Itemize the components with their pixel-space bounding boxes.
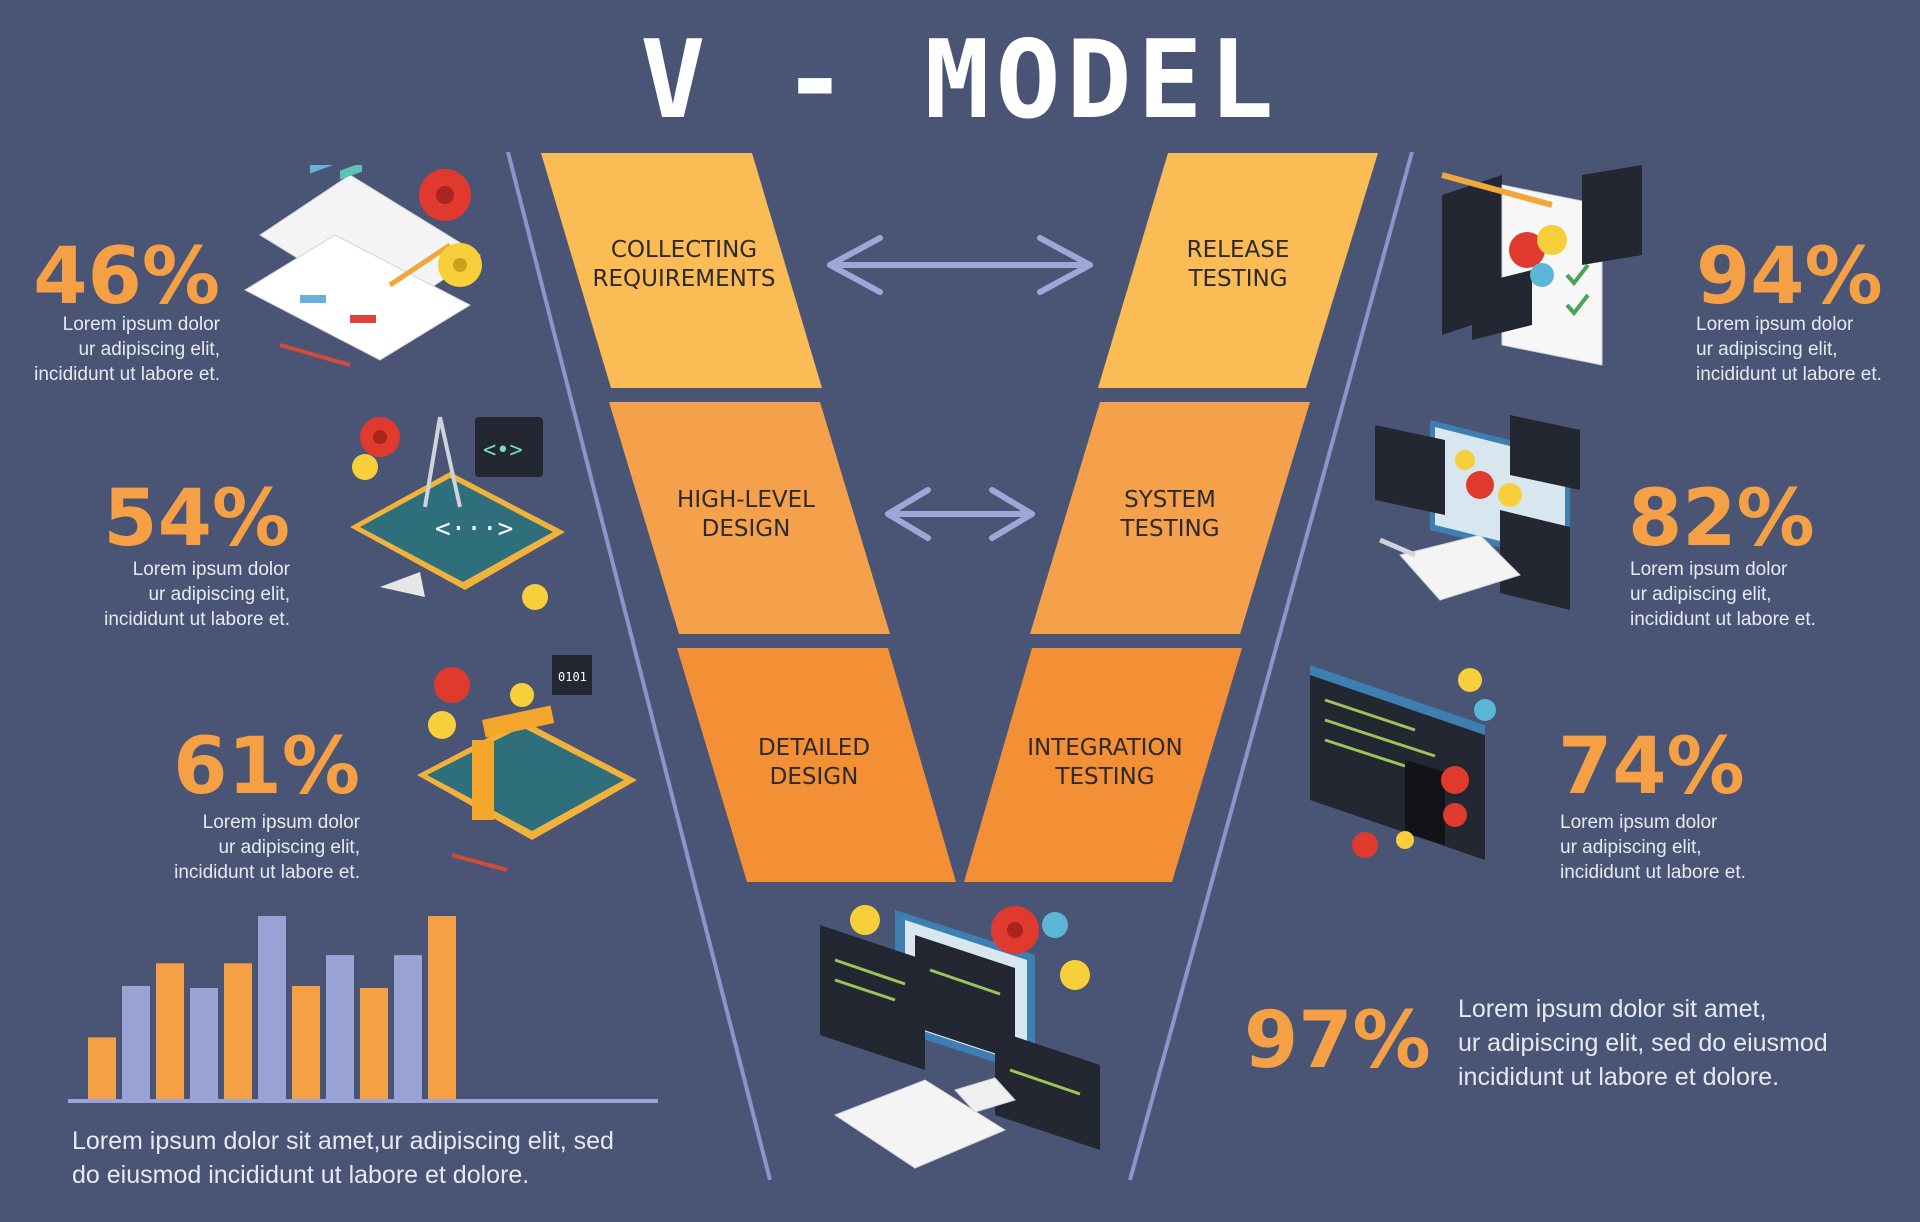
stage-detailed-design (677, 648, 956, 882)
svg-text:<···>: <···> (435, 514, 513, 544)
page-title: V - MODEL (640, 18, 1280, 143)
v-outline-left (506, 151, 772, 1181)
stage-collecting-requirements (541, 153, 822, 388)
stage-label: RELEASE TESTING (1186, 237, 1290, 292)
coding-workstation-icon (820, 905, 1100, 1169)
stage-label: HIGH-LEVEL DESIGN (677, 487, 815, 542)
stage-label: SYSTEM TESTING (1120, 487, 1220, 542)
stat-description: Lorem ipsum dolor ur adipiscing elit, in… (1560, 812, 1746, 883)
stat-percent: 54% (103, 474, 290, 564)
bar (190, 988, 218, 1099)
double-arrow-icon (827, 235, 1093, 295)
bar-chart (68, 916, 658, 1103)
planning-notebook-icon (243, 165, 482, 367)
bar (428, 916, 456, 1099)
stat-percent: 82% (1628, 474, 1815, 564)
bar (360, 988, 388, 1099)
stage-release-testing (1098, 153, 1378, 388)
v-outline-right (1128, 151, 1414, 1181)
stage-high-level-design (609, 402, 890, 634)
detailed-design-robot-arm-icon: 0101 (417, 655, 637, 872)
svg-text:<•>: <•> (483, 438, 523, 463)
release-checklist-icon (1441, 165, 1642, 366)
stat-percent: 94% (1696, 232, 1883, 322)
stage-system-testing (1030, 402, 1310, 634)
stage-integration-testing (964, 648, 1242, 882)
bar (156, 963, 184, 1099)
stat-description: Lorem ipsum dolor sit amet, ur adipiscin… (1458, 995, 1828, 1091)
stat-description: Lorem ipsum dolor ur adipiscing elit, in… (34, 314, 220, 385)
stat-description: Lorem ipsum dolor ur adipiscing elit, in… (104, 559, 290, 630)
stat-percent: 74% (1558, 722, 1745, 812)
bar (292, 985, 320, 1099)
bar (88, 1037, 116, 1099)
stat-description: Lorem ipsum dolor ur adipiscing elit, in… (174, 812, 360, 883)
bar (326, 955, 354, 1099)
double-arrow-icon (885, 487, 1035, 541)
bar (258, 916, 286, 1099)
stat-description: Lorem ipsum dolor ur adipiscing elit, in… (1696, 314, 1882, 385)
stat-description: Lorem ipsum dolor ur adipiscing elit, in… (1630, 559, 1816, 630)
bar (394, 955, 422, 1099)
system-testing-monitor-icon (1375, 415, 1580, 610)
stage-label: INTEGRATION TESTING (1027, 735, 1183, 790)
bottom-description: Lorem ipsum dolor sit amet,ur adipiscing… (72, 1127, 614, 1189)
stat-percent-large: 97% (1244, 996, 1431, 1086)
stage-label: DETAILED DESIGN (757, 735, 871, 790)
bar (224, 963, 252, 1099)
bar (122, 985, 150, 1099)
integration-code-screen-icon (1310, 665, 1496, 860)
svg-text:0101: 0101 (558, 670, 587, 684)
stage-label: COLLECTING REQUIREMENTS (592, 237, 776, 292)
stat-percent: 46% (33, 232, 220, 322)
stat-percent: 61% (173, 722, 360, 812)
design-blueprint-icon: <···> <•> (350, 416, 565, 610)
